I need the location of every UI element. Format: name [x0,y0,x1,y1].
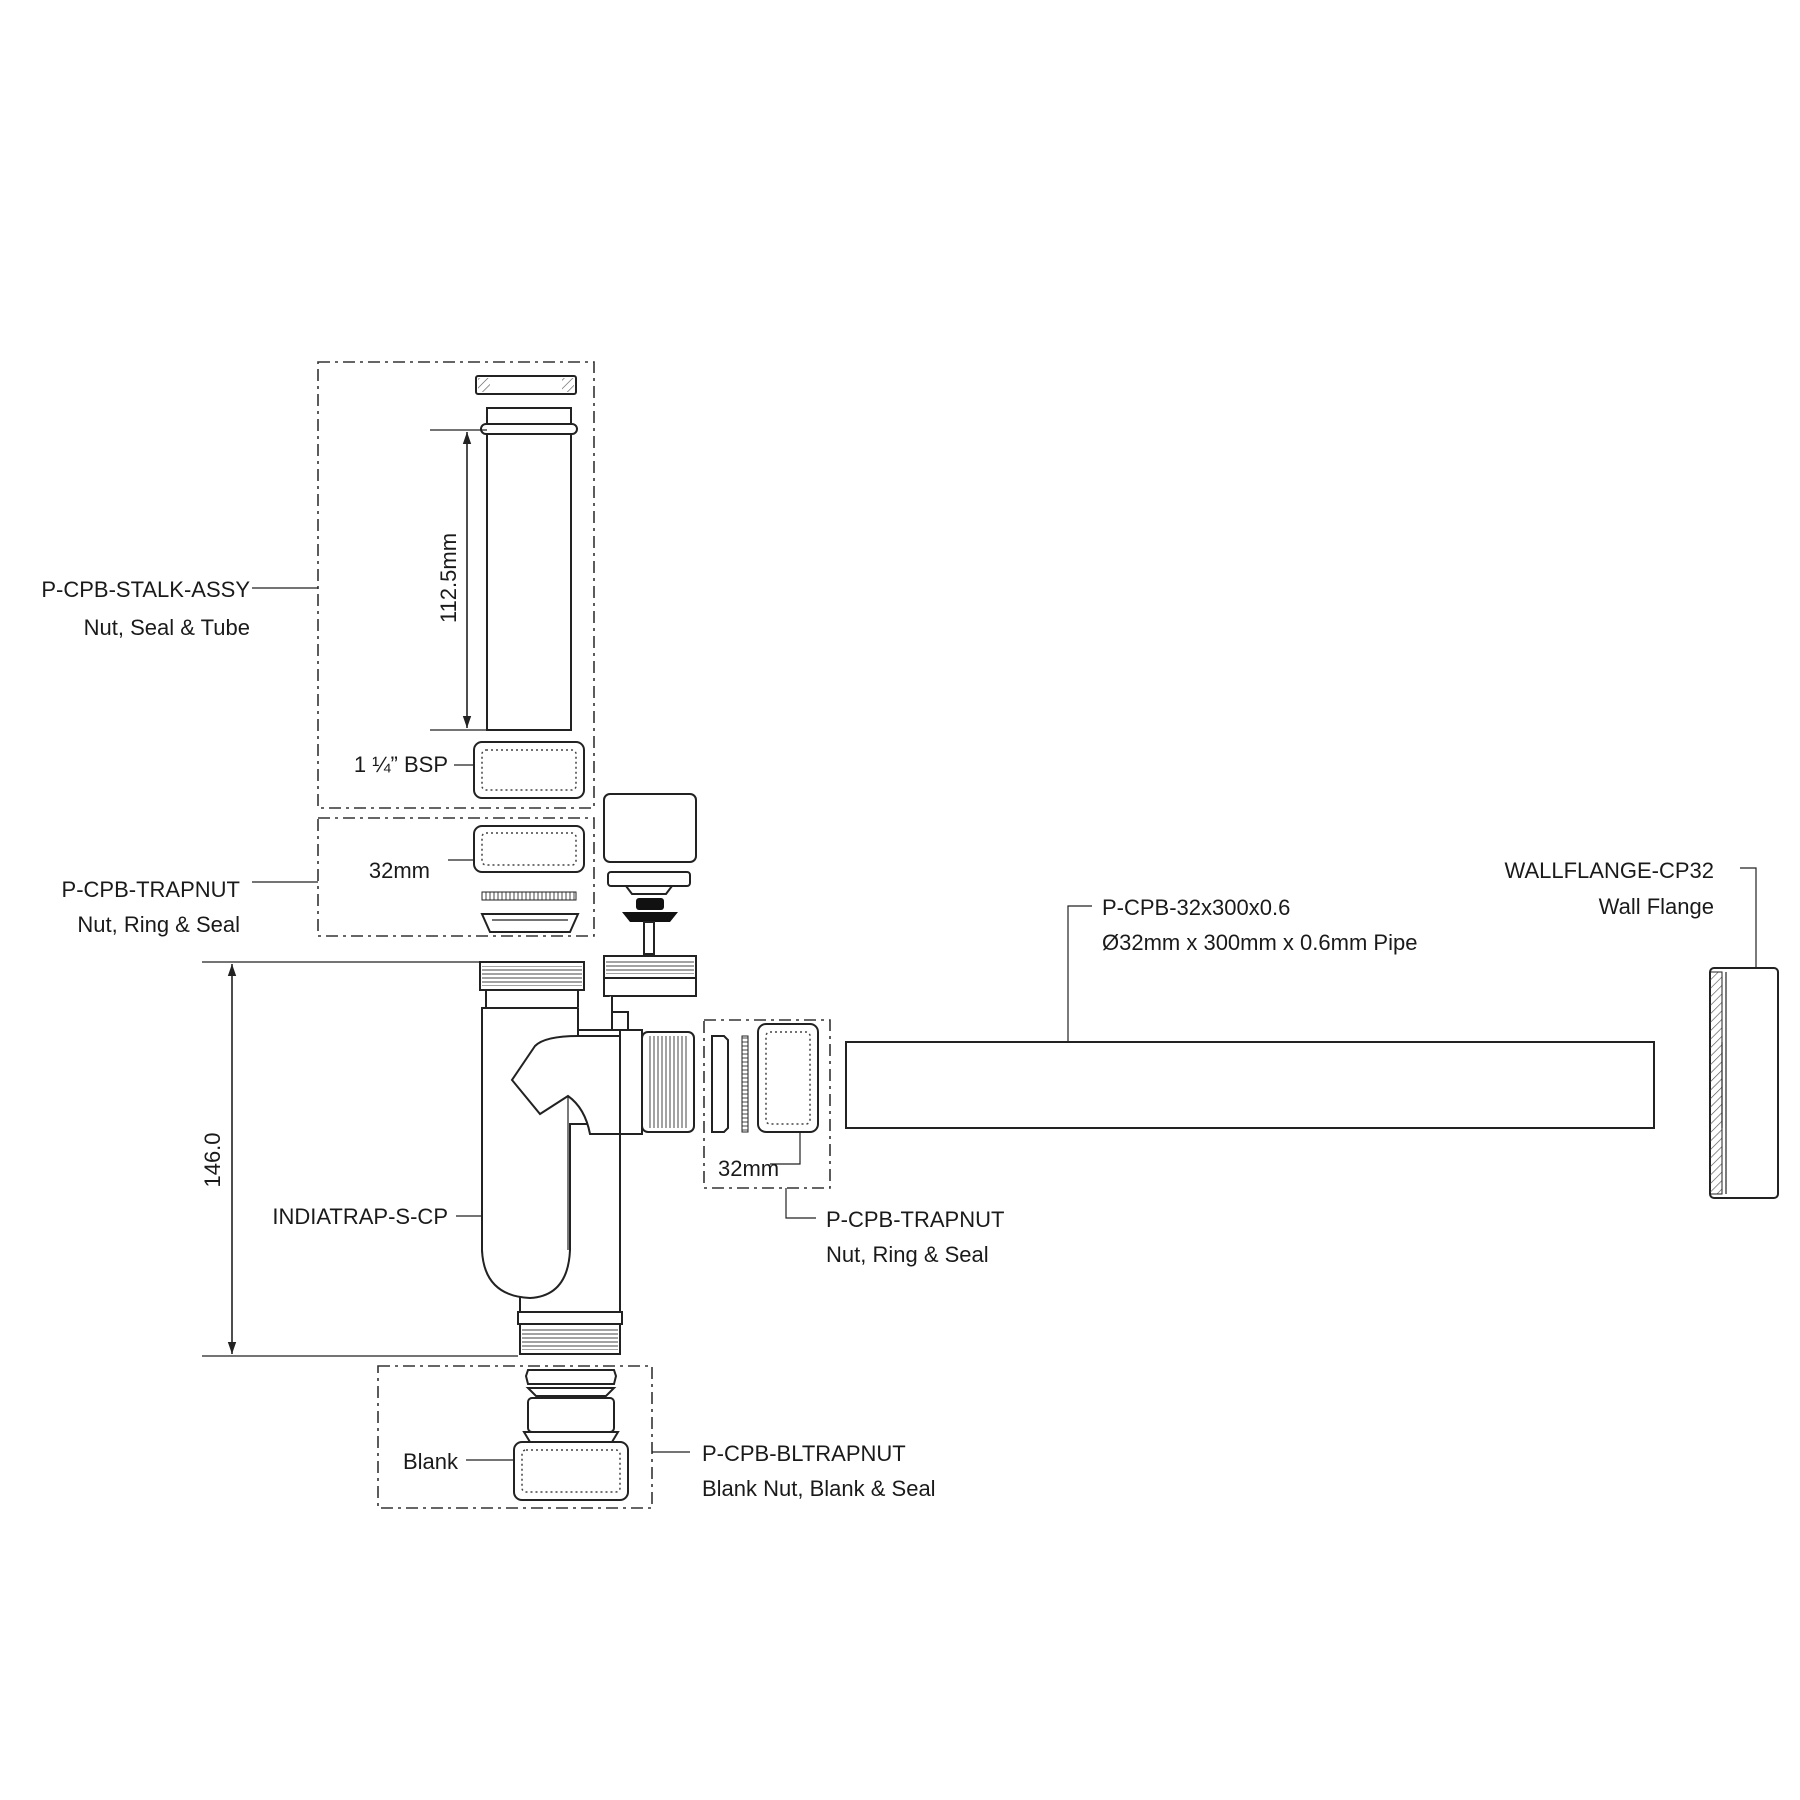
trap-code: INDIATRAP-S-CP [272,1204,448,1229]
side-trapnut-code: P-CPB-TRAPNUT [826,1207,1004,1232]
top-trapnut-code: P-CPB-TRAPNUT [62,877,240,902]
pipe: P-CPB-32x300x0.6 Ø32mm x 300mm x 0.6mm P… [845,895,1655,1129]
bltrapnut-description: Blank Nut, Blank & Seal [702,1476,936,1501]
wall-flange-description: Wall Flange [1599,894,1714,919]
stalk-assembly: 112.5mm P-CPB-STALK-ASSY Nut, Seal & Tub… [41,361,595,809]
pipe-code: P-CPB-32x300x0.6 [1102,895,1290,920]
side-trapnut-assembly: 32mm P-CPB-TRAPNUT Nut, Ring & Seal [703,1019,1004,1267]
trap-height-dimension: 146.0 [200,1132,225,1187]
trap-body: 146.0 INDIATRAP-S-CP [200,961,697,1357]
stalk-length-dimension: 112.5mm [436,533,461,623]
pipe-description: Ø32mm x 300mm x 0.6mm Pipe [1102,930,1417,955]
blank-label: Blank [403,1449,459,1474]
side-trapnut-description: Nut, Ring & Seal [826,1242,989,1267]
top-trapnut-size: 32mm [369,858,430,883]
stalk-assy-description: Nut, Seal & Tube [84,615,250,640]
wall-flange-code: WALLFLANGE-CP32 [1505,858,1714,883]
bltrapnut-code: P-CPB-BLTRAPNUT [702,1441,906,1466]
top-trapnut-assembly: 32mm P-CPB-TRAPNUT Nut, Ring & Seal [62,817,595,937]
stalk-thread-size: 1 ¼” BSP [354,752,448,777]
side-trapnut-size: 32mm [718,1156,779,1181]
standpipe-cap-assembly [603,793,697,979]
blank-trapnut-assembly: Blank P-CPB-BLTRAPNUT Blank Nut, Blank &… [377,1365,936,1509]
top-trapnut-description: Nut, Ring & Seal [77,912,240,937]
wall-flange: WALLFLANGE-CP32 Wall Flange [1505,858,1779,1199]
stalk-assy-code: P-CPB-STALK-ASSY [41,577,250,602]
